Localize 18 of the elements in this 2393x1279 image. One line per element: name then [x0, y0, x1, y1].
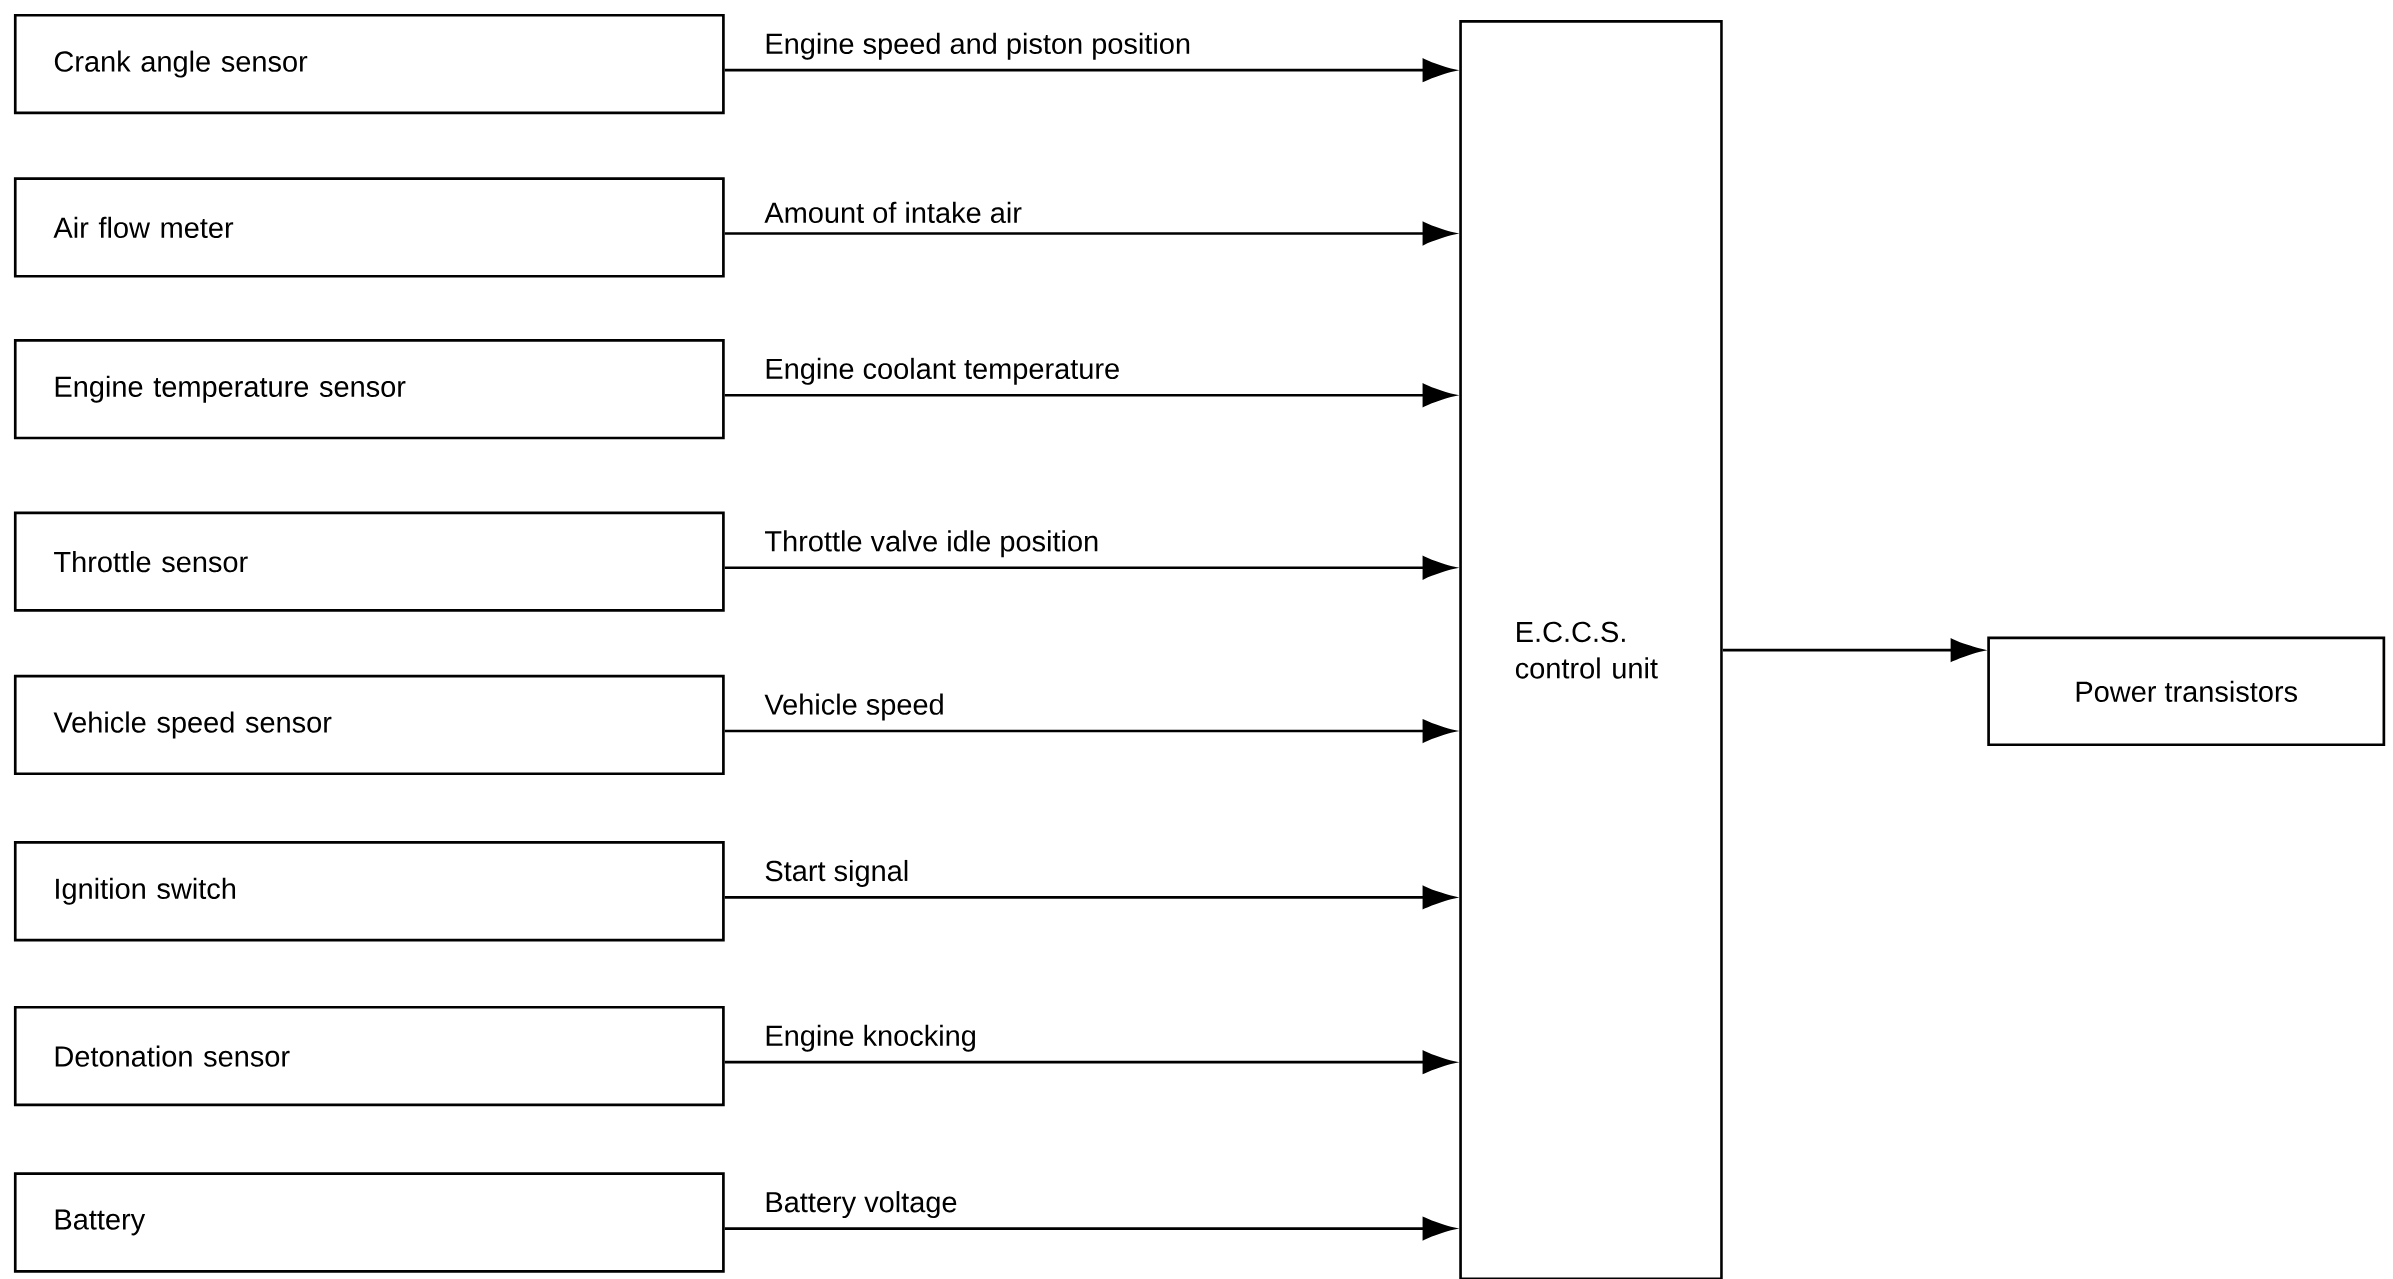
edge-label: Engine coolant temperature	[766, 357, 1119, 385]
sensor-box: Battery	[13, 1172, 725, 1273]
edge-label: Engine speed and piston position	[766, 32, 1190, 60]
sensor-box: Vehicle speed sensor	[13, 674, 725, 776]
sensor-box: Throttle sensor	[13, 511, 725, 612]
edge-label: Throttle valve idle position	[765, 530, 1098, 558]
edge-label: Amount of intake air	[764, 201, 1022, 224]
edge-label: Start signal	[765, 860, 908, 887]
control-unit-box: E.C.C.S. control unit	[1459, 20, 1723, 1279]
sensor-box: Crank angle sensor	[13, 13, 725, 115]
edge-label: Engine knocking	[766, 1024, 975, 1052]
edge-label: Battery voltage	[766, 1191, 957, 1219]
sensor-box: Ignition switch	[13, 841, 725, 942]
sensor-box: Detonation sensor	[13, 1005, 725, 1107]
sensor-box: Engine temperature sensor	[13, 339, 725, 440]
output-box: Power transistors	[1987, 636, 2386, 747]
edge-label: Vehicle speed	[764, 693, 943, 721]
sensor-box: Air flow meter	[13, 177, 725, 278]
